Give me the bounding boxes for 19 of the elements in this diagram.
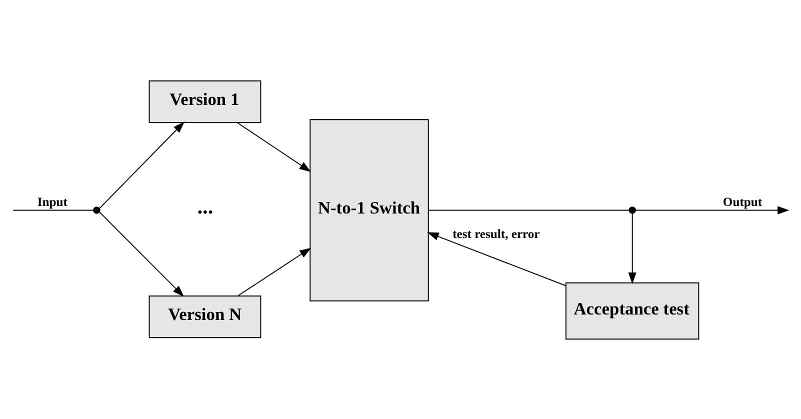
connector [428,209,630,210]
arrow [427,232,566,286]
arrow [236,122,312,172]
node-box: Acceptance test [565,282,700,340]
node-box: Version 1 [148,80,262,123]
node-box: N-to-1 Switch [310,118,429,301]
arrow [238,247,312,296]
edge-label: Output [722,194,762,208]
arrow [99,121,185,208]
arrow [99,211,184,296]
node-circle [93,206,100,214]
node-box: Version N [148,295,262,338]
arrow [628,212,636,284]
node-circle [628,206,636,214]
edge-label: test result, error [452,226,540,240]
connector [12,209,94,210]
edge-label: Input [37,194,68,208]
arrow [635,206,790,214]
label: ... [197,194,214,218]
